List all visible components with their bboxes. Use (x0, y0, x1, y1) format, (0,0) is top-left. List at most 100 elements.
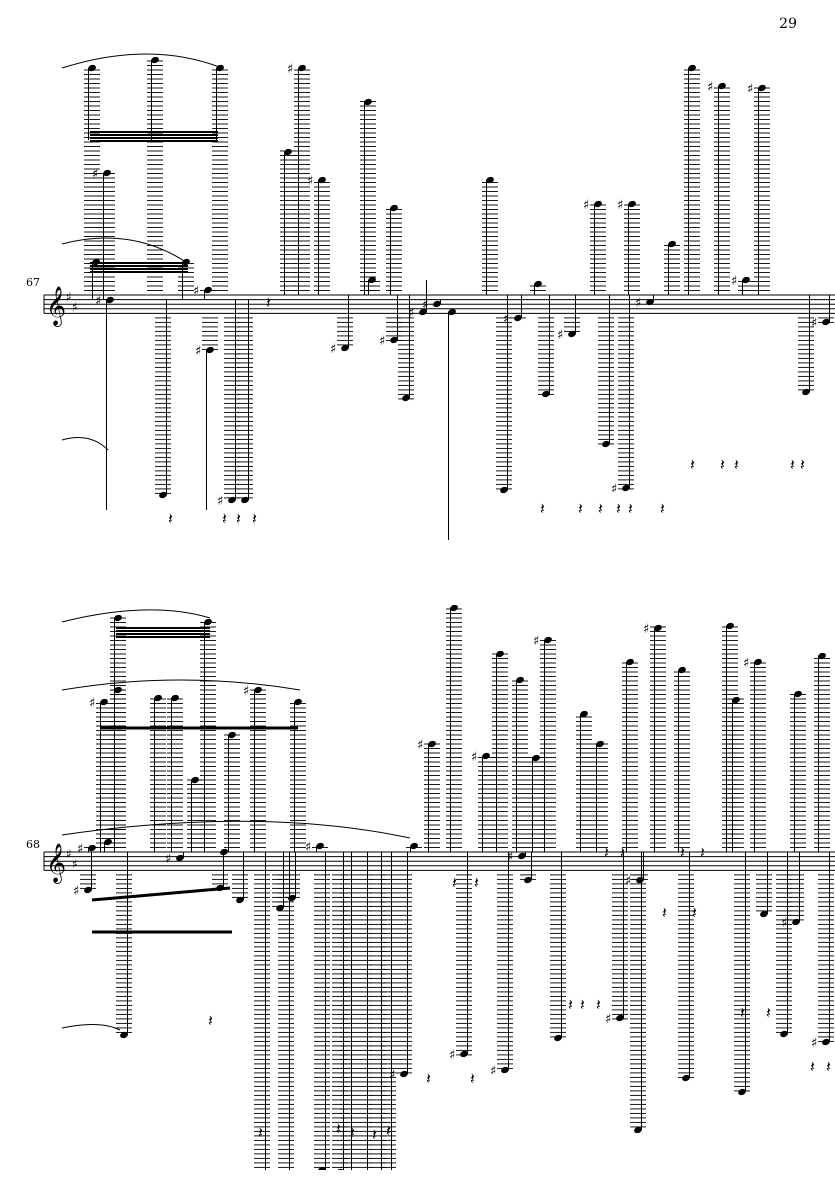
key-signature-sharp: ♯ (66, 290, 72, 304)
notehead (486, 176, 494, 184)
notehead (726, 622, 734, 630)
quarter-rest: 𝄽 (168, 509, 173, 528)
measure-number-68: 68 (26, 838, 40, 851)
notehead (364, 98, 372, 106)
quarter-rest: 𝄽 (236, 509, 241, 528)
sharp-sign: ♯ (165, 852, 171, 867)
notehead (646, 298, 654, 306)
sharp-sign: ♯ (305, 840, 311, 855)
sharp-sign: ♯ (193, 284, 199, 299)
quarter-rest: 𝄽 (578, 499, 583, 518)
notehead (732, 696, 740, 704)
notehead (518, 852, 526, 860)
notehead (500, 486, 508, 494)
music-staff-2: 𝄞♯♯♯♯♯♯♯♯♯♯♯♯♯♯♯♯♯♯♯♯♯♯♯♯𝄽𝄽𝄽𝄽𝄽𝄽𝄽𝄽𝄽𝄽𝄽𝄽𝄽𝄽𝄽… (43, 604, 835, 1170)
notehead (176, 854, 184, 862)
sharp-sign: ♯ (95, 294, 101, 309)
key-signature-sharp: ♯ (72, 857, 78, 871)
notehead (450, 604, 458, 612)
notehead (760, 910, 768, 918)
notehead (288, 894, 296, 902)
slur (61, 609, 211, 623)
sharp-sign: ♯ (243, 684, 249, 699)
quarter-rest: 𝄽 (372, 1125, 377, 1144)
slur (61, 679, 301, 691)
notehead (318, 176, 326, 184)
quarter-rest: 𝄽 (810, 1057, 815, 1076)
notehead (794, 690, 802, 698)
sharp-sign: ♯ (73, 884, 79, 899)
quarter-rest: 𝄽 (790, 455, 795, 474)
key-signature-sharp: ♯ (72, 300, 78, 314)
sharp-sign: ♯ (217, 494, 223, 509)
notehead (433, 300, 441, 308)
notehead (448, 308, 456, 316)
key-signature-sharp: ♯ (66, 847, 72, 861)
quarter-rest: 𝄽 (568, 995, 573, 1014)
notehead (228, 496, 236, 504)
quarter-rest: 𝄽 (470, 1069, 475, 1088)
sharp-sign: ♯ (643, 622, 649, 637)
quarter-rest: 𝄽 (660, 499, 665, 518)
notehead (341, 344, 349, 352)
quarter-rest: 𝄽 (826, 1057, 831, 1076)
quarter-rest: 𝄽 (426, 1069, 431, 1088)
sharp-sign: ♯ (811, 316, 817, 331)
notehead (554, 1034, 562, 1042)
notehead (88, 844, 96, 852)
notehead (120, 1031, 128, 1039)
notehead (154, 694, 162, 702)
beam (91, 886, 231, 902)
notehead (622, 484, 630, 492)
quarter-rest: 𝄽 (452, 873, 457, 892)
sharp-sign: ♯ (449, 1048, 455, 1063)
quarter-rest: 𝄽 (598, 499, 603, 518)
quarter-rest: 𝄽 (208, 1011, 213, 1030)
notehead (568, 330, 576, 338)
quarter-rest: 𝄽 (580, 995, 585, 1014)
sharp-sign: ♯ (490, 1064, 496, 1079)
notehead (628, 200, 636, 208)
sharp-sign: ♯ (503, 312, 509, 327)
sharp-sign: ♯ (707, 80, 713, 95)
notehead (103, 169, 111, 177)
quarter-rest: 𝄽 (800, 455, 805, 474)
sharp-sign: ♯ (583, 198, 589, 213)
slur (61, 237, 187, 263)
sharp-sign: ♯ (617, 198, 623, 213)
sharp-sign: ♯ (507, 850, 513, 865)
quarter-rest: 𝄽 (596, 995, 601, 1014)
notehead (241, 496, 249, 504)
quarter-rest: 𝄽 (474, 873, 479, 892)
notehead (460, 1050, 468, 1058)
quarter-rest: 𝄽 (720, 455, 725, 474)
notehead (532, 754, 540, 762)
sharp-sign: ♯ (605, 1012, 611, 1027)
quarter-rest: 𝄽 (540, 499, 545, 518)
sharp-sign: ♯ (417, 738, 423, 753)
notehead (754, 658, 762, 666)
notehead (682, 1074, 690, 1082)
sharp-sign: ♯ (781, 916, 787, 931)
quarter-rest: 𝄽 (680, 843, 685, 862)
notehead (104, 838, 112, 846)
sharp-sign: ♯ (611, 482, 617, 497)
quarter-rest: 𝄽 (692, 903, 697, 922)
slur (61, 820, 411, 839)
page-number: 29 (779, 16, 797, 32)
sharp-sign: ♯ (811, 1036, 817, 1051)
sharp-sign: ♯ (625, 874, 631, 889)
sharp-sign: ♯ (747, 82, 753, 97)
notehead (792, 918, 800, 926)
staff-system-1: 𝄞♯♯♯♯♯♯♯♯♯♯♯♯♯♯♯♯♯♯♯♯♯♯♯𝄽𝄽𝄽𝄽𝄽𝄽𝄽𝄽𝄽𝄽𝄽𝄽𝄽𝄽𝄽𝄽 (0, 40, 835, 580)
sharp-sign: ♯ (92, 167, 98, 182)
notehead (738, 1088, 746, 1096)
notehead (544, 636, 552, 644)
sharp-sign: ♯ (743, 656, 749, 671)
notehead (400, 1070, 408, 1078)
treble-clef: 𝄞 (46, 286, 66, 327)
quarter-rest: 𝄽 (628, 499, 633, 518)
notehead (171, 694, 179, 702)
notehead (802, 388, 810, 396)
quarter-rest: 𝄽 (766, 1003, 771, 1022)
